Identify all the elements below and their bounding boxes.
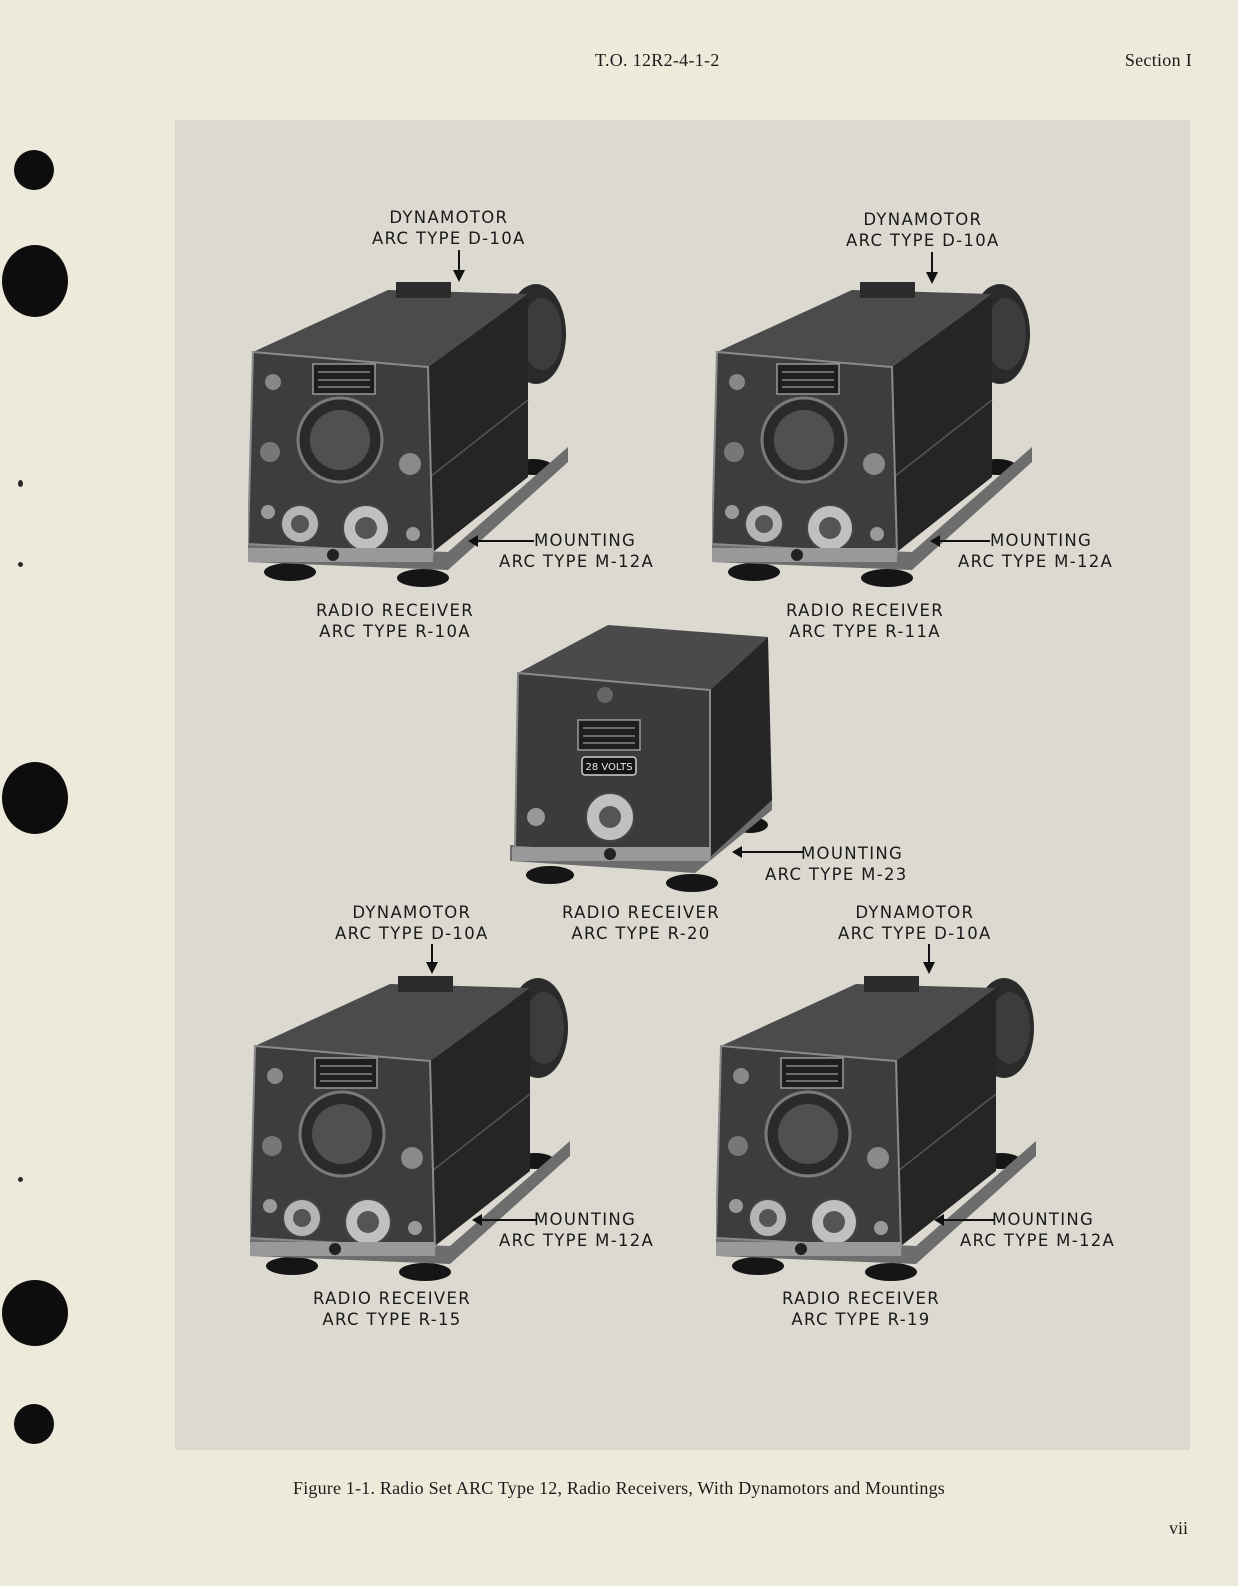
dynamotor-label: DYNAMOTOR ARC TYPE D-10A bbox=[372, 208, 526, 248]
dynamotor-arrow bbox=[426, 944, 438, 974]
voltage-plate-text: 28 VOLTS bbox=[585, 762, 632, 773]
binder-hole bbox=[2, 245, 68, 317]
receiver-label: RADIO RECEIVER ARC TYPE R-11A bbox=[786, 601, 944, 641]
mounting-arrow bbox=[934, 1214, 994, 1226]
dynamotor-label: DYNAMOTOR ARC TYPE D-10A bbox=[846, 210, 1000, 250]
mounting-label: MOUNTING ARC TYPE M-23 bbox=[765, 844, 908, 884]
mounting-label: MOUNTING ARC TYPE M-12A bbox=[499, 531, 655, 571]
mounting-arrow bbox=[732, 846, 804, 858]
binder-hole bbox=[2, 762, 68, 834]
binder-hole bbox=[14, 150, 54, 190]
dynamotor-label: DYNAMOTOR ARC TYPE D-10A bbox=[335, 903, 489, 943]
mounting-label: MOUNTING ARC TYPE M-12A bbox=[499, 1210, 655, 1250]
receiver-label: RADIO RECEIVER ARC TYPE R-10A bbox=[316, 601, 474, 641]
speck bbox=[18, 1177, 23, 1182]
receiver-r20-illustration: 28 VOLTS bbox=[510, 625, 790, 895]
section-label: Section I bbox=[1124, 50, 1192, 70]
page-number: vii bbox=[1168, 1518, 1188, 1538]
mounting-label: MOUNTING ARC TYPE M-12A bbox=[958, 531, 1114, 571]
document-number: T.O. 12R2-4-1-2 bbox=[595, 50, 720, 70]
binder-hole bbox=[14, 1404, 54, 1444]
receiver-label: RADIO RECEIVER ARC TYPE R-20 bbox=[562, 903, 720, 943]
mounting-arrow bbox=[930, 535, 990, 547]
mounting-arrow bbox=[472, 1214, 536, 1226]
binder-hole bbox=[2, 1280, 68, 1346]
dynamotor-arrow bbox=[926, 252, 938, 284]
receiver-label: RADIO RECEIVER ARC TYPE R-19 bbox=[782, 1289, 940, 1329]
dynamotor-arrow bbox=[923, 944, 935, 974]
dynamotor-arrow bbox=[453, 250, 465, 282]
mounting-label: MOUNTING ARC TYPE M-12A bbox=[960, 1210, 1116, 1250]
speck bbox=[18, 480, 23, 487]
figure-caption: Figure 1-1. Radio Set ARC Type 12, Radio… bbox=[292, 1478, 945, 1498]
receiver-label: RADIO RECEIVER ARC TYPE R-15 bbox=[313, 1289, 471, 1329]
dynamotor-label: DYNAMOTOR ARC TYPE D-10A bbox=[838, 903, 992, 943]
speck bbox=[18, 562, 23, 567]
mounting-arrow bbox=[468, 535, 534, 547]
